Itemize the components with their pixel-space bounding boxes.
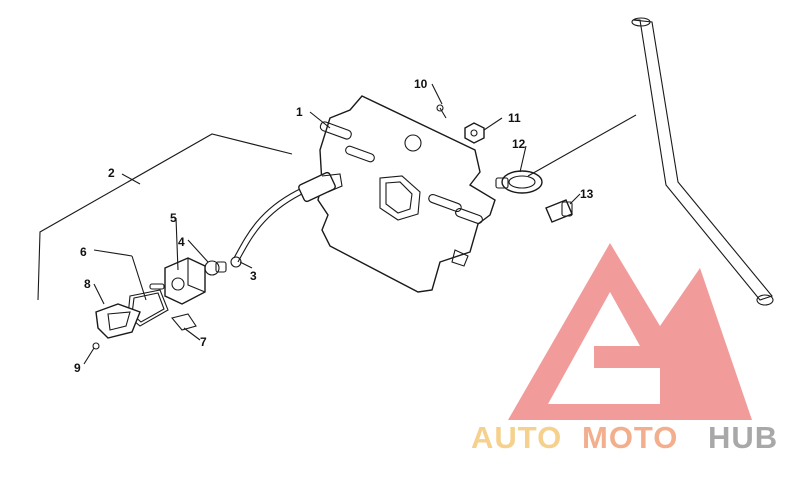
callout-11: 11	[508, 111, 521, 125]
light-housing	[149, 257, 206, 305]
wire-harness	[230, 171, 343, 268]
bracket-plate	[317, 95, 496, 293]
callout-5: 5	[170, 211, 177, 225]
callout-12: 12	[512, 137, 526, 151]
watermark-hub: HUB	[708, 420, 778, 455]
screw	[92, 342, 100, 350]
callout-4: 4	[178, 235, 185, 249]
callout-10: 10	[414, 77, 428, 91]
triangle-logo-icon	[508, 243, 752, 420]
watermark-moto: MOTO	[582, 420, 678, 455]
callout-1: 1	[296, 105, 303, 119]
callout-3: 3	[250, 269, 257, 283]
callout-8: 8	[84, 277, 91, 291]
callout-9: 9	[74, 361, 81, 375]
bolt	[545, 199, 573, 223]
callout-labels: 1 2 3 4 5 6 7 8 9 10 11 12 13	[74, 77, 594, 375]
callout-7: 7	[200, 335, 207, 349]
callout-13: 13	[580, 187, 594, 201]
screw-top	[436, 104, 447, 119]
callout-6: 6	[80, 245, 87, 259]
watermark-logo: AUTO MOTO HUB	[471, 243, 778, 455]
assembly-line	[37, 114, 637, 301]
callout-2: 2	[108, 166, 115, 180]
watermark-auto: AUTO	[471, 420, 562, 455]
lens-retainer	[171, 313, 197, 331]
leader-lines	[83, 83, 581, 365]
frame-tube	[631, 17, 774, 306]
nut	[464, 122, 485, 144]
lens	[95, 303, 141, 339]
bulb	[204, 260, 227, 276]
clamp	[495, 170, 543, 194]
